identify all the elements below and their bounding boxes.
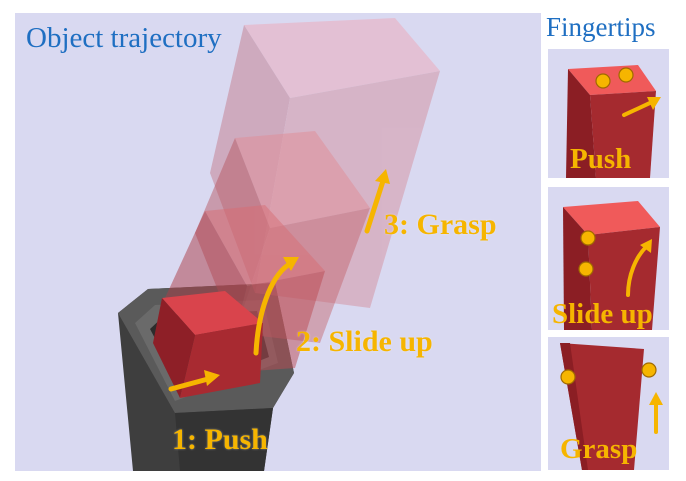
fingertip-slide-illustration xyxy=(563,201,660,330)
fingertip-panel-grasp: Grasp xyxy=(548,337,669,470)
fingertip-label-push: Push xyxy=(570,143,632,175)
fingertip-label-slide-up: Slide up xyxy=(552,298,653,330)
fingertip-contact-2 xyxy=(641,362,657,378)
trajectory-illustration xyxy=(118,18,440,471)
fingertip-grasp-illustration xyxy=(560,343,663,470)
arrow-grasp-icon xyxy=(649,392,663,405)
arrow-push-icon xyxy=(647,97,661,110)
trajectory-panel: Object trajectory xyxy=(15,13,541,471)
stage-label-push: 1: Push xyxy=(172,423,268,456)
fingertip-contact-2 xyxy=(578,261,594,277)
arrow-slide-icon xyxy=(640,239,652,253)
fingertips-title: Fingertips xyxy=(546,12,656,42)
stage-label-grasp: 3: Grasp xyxy=(384,208,497,241)
arrow-push-icon xyxy=(168,370,220,392)
stage-label-slide-up: 2: Slide up xyxy=(296,325,433,358)
fingertip-label-grasp: Grasp xyxy=(560,433,638,465)
fingertip-push-illustration xyxy=(566,65,661,178)
fingertip-contact-2 xyxy=(618,67,634,83)
trajectory-title: Object trajectory xyxy=(26,22,222,54)
fingertip-panel-push: Push xyxy=(548,49,669,178)
fingertip-contact-1 xyxy=(560,369,576,385)
arrow-slide-icon xyxy=(253,257,299,356)
fingertip-panel-slide-up: Slide up xyxy=(548,187,669,330)
arrow-grasp-icon xyxy=(364,169,390,234)
fingertip-contact-1 xyxy=(595,73,611,89)
fingertip-contact-1 xyxy=(580,230,596,246)
